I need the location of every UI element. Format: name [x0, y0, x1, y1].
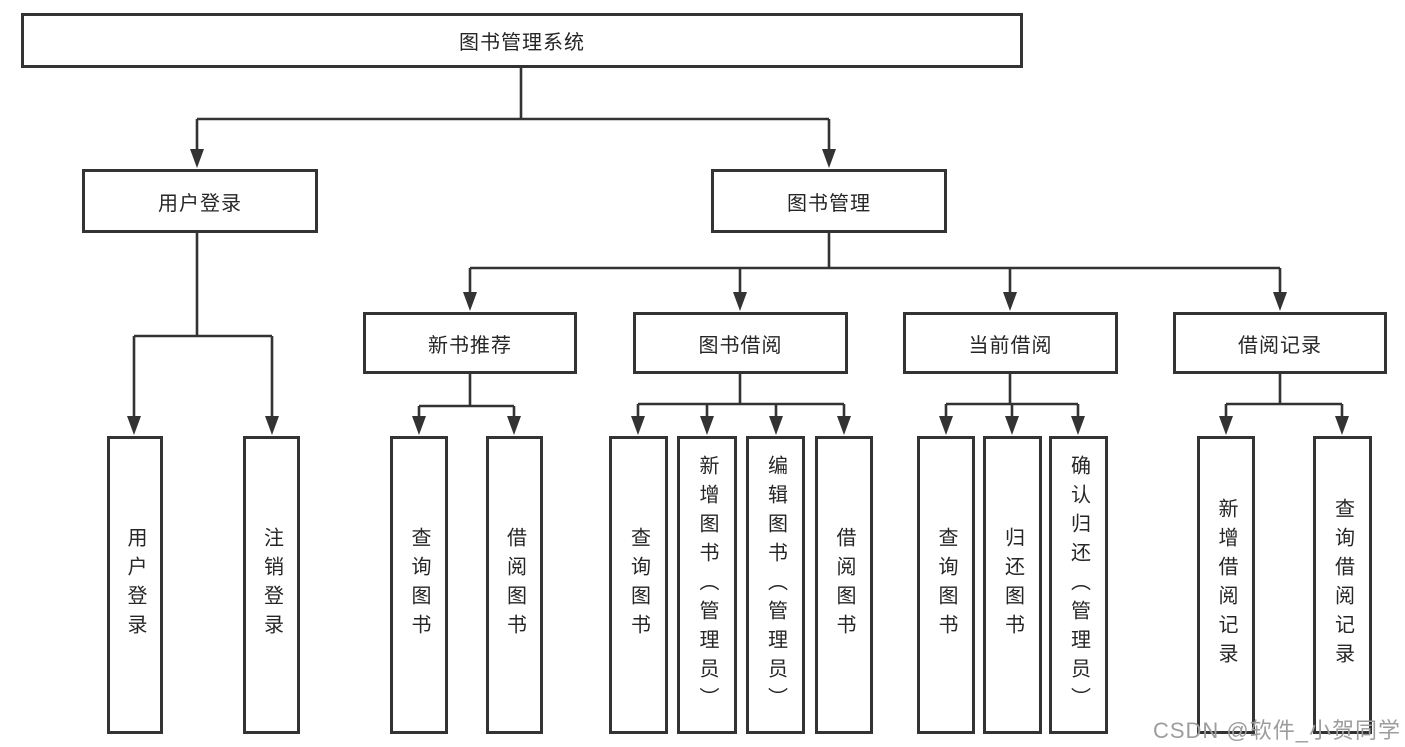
node-book-management: 图书管理	[711, 169, 947, 233]
node-new-book-recommend: 新书推荐	[363, 312, 577, 374]
leaf-return-books: 归还图书	[983, 436, 1042, 734]
leaf-query-books-borrowing: 查询图书	[609, 436, 668, 734]
node-borrowing-records: 借阅记录	[1173, 312, 1387, 374]
leaf-query-books-current: 查询图书	[917, 436, 975, 734]
leaf-add-borrow-record: 新增借阅记录	[1197, 436, 1255, 734]
leaf-borrow-books-borrowing: 借阅图书	[815, 436, 873, 734]
leaf-query-borrow-record: 查询借阅记录	[1313, 436, 1372, 734]
node-user-login: 用户登录	[82, 169, 318, 233]
leaf-query-books-recommend: 查询图书	[390, 436, 448, 734]
leaf-user-login: 用户登录	[107, 436, 163, 734]
node-current-borrowing: 当前借阅	[903, 312, 1118, 374]
csdn-watermark: CSDN @软件_小贺同学	[1152, 718, 1401, 743]
leaf-borrow-books-recommend: 借阅图书	[486, 436, 543, 734]
node-book-borrowing: 图书借阅	[633, 312, 848, 374]
leaf-logout: 注销登录	[243, 436, 300, 734]
node-root-library-management-system: 图书管理系统	[21, 13, 1023, 68]
leaf-edit-books-admin: 编辑图书（管理员）	[746, 436, 805, 734]
leaf-add-books-admin: 新增图书（管理员）	[677, 436, 737, 734]
leaf-confirm-return-admin: 确认归还（管理员）	[1049, 436, 1108, 734]
